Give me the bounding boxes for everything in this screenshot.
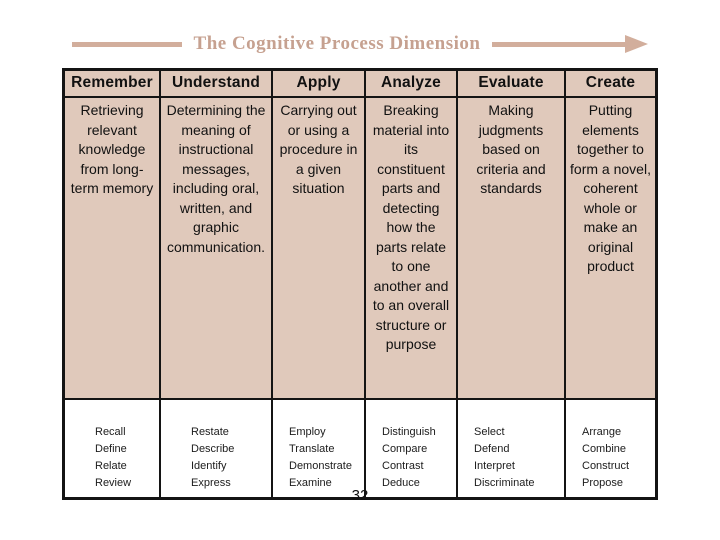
verb-item: Distinguish bbox=[382, 426, 436, 438]
arrow-head bbox=[625, 35, 649, 53]
arrow-shaft bbox=[492, 41, 626, 47]
verb-item: Identify bbox=[191, 460, 227, 472]
right-arrow-icon bbox=[492, 35, 649, 53]
verb-item: Relate bbox=[95, 460, 127, 472]
column-remember: Remember Retrieving relevant knowledge f… bbox=[65, 71, 161, 497]
column-apply: Apply Carrying out or using a procedure … bbox=[273, 71, 366, 497]
column-header: Remember bbox=[65, 71, 159, 98]
column-verb-list: Recall Define Relate Review bbox=[65, 400, 159, 497]
column-header: Create bbox=[566, 71, 655, 98]
page-title: The Cognitive Process Dimension bbox=[193, 33, 481, 54]
column-verb-list: Arrange Combine Construct Propose bbox=[566, 400, 655, 497]
verb-item: Discriminate bbox=[474, 477, 535, 489]
verb-item: Construct bbox=[582, 460, 630, 472]
column-create: Create Putting elements together to form… bbox=[566, 71, 655, 497]
verb-item: Contrast bbox=[382, 460, 424, 472]
verb-item: Express bbox=[191, 477, 231, 489]
verb-item: Select bbox=[474, 426, 505, 438]
column-description: Making judgments based on criteria and s… bbox=[458, 98, 564, 400]
column-verb-list: Select Defend Interpret Discriminate bbox=[458, 400, 564, 497]
column-description: Determining the meaning of instructional… bbox=[161, 98, 271, 400]
column-header: Evaluate bbox=[458, 71, 564, 98]
column-description: Carrying out or using a procedure in a g… bbox=[273, 98, 364, 400]
slide-title-banner: The Cognitive Process Dimension bbox=[0, 31, 720, 57]
verb-item: Employ bbox=[289, 426, 326, 438]
verb-item: Examine bbox=[289, 477, 332, 489]
cognitive-process-table: Remember Retrieving relevant knowledge f… bbox=[62, 68, 658, 500]
verb-item: Define bbox=[95, 443, 127, 455]
verb-item: Defend bbox=[474, 443, 510, 455]
column-description: Putting elements together to form a nove… bbox=[566, 98, 655, 400]
verb-item: Propose bbox=[582, 477, 623, 489]
verb-item: Arrange bbox=[582, 426, 622, 438]
verb-item: Interpret bbox=[474, 460, 515, 472]
column-description: Breaking material into its constituent p… bbox=[366, 98, 456, 400]
verb-item: Deduce bbox=[382, 477, 420, 489]
page-number: 32 bbox=[351, 487, 369, 504]
column-analyze: Analyze Breaking material into its const… bbox=[366, 71, 458, 497]
column-header: Understand bbox=[161, 71, 271, 98]
column-header: Apply bbox=[273, 71, 364, 98]
verb-item: Review bbox=[95, 477, 132, 489]
column-understand: Understand Determining the meaning of in… bbox=[161, 71, 273, 497]
title-left-line bbox=[71, 41, 182, 47]
verb-item: Describe bbox=[191, 443, 235, 455]
column-verb-list: Employ Translate Demonstrate Examine bbox=[273, 400, 364, 497]
verb-item: Combine bbox=[582, 443, 627, 455]
verb-item: Recall bbox=[95, 426, 126, 438]
column-header: Analyze bbox=[366, 71, 456, 98]
verb-item: Compare bbox=[382, 443, 428, 455]
verb-item: Restate bbox=[191, 426, 229, 438]
verb-item: Demonstrate bbox=[289, 460, 352, 472]
verb-item: Translate bbox=[289, 443, 335, 455]
column-verb-list: Restate Describe Identify Express bbox=[161, 400, 271, 497]
column-verb-list: Distinguish Compare Contrast Deduce bbox=[366, 400, 456, 497]
column-evaluate: Evaluate Making judgments based on crite… bbox=[458, 71, 566, 497]
column-description: Retrieving relevant knowledge from long-… bbox=[65, 98, 159, 400]
